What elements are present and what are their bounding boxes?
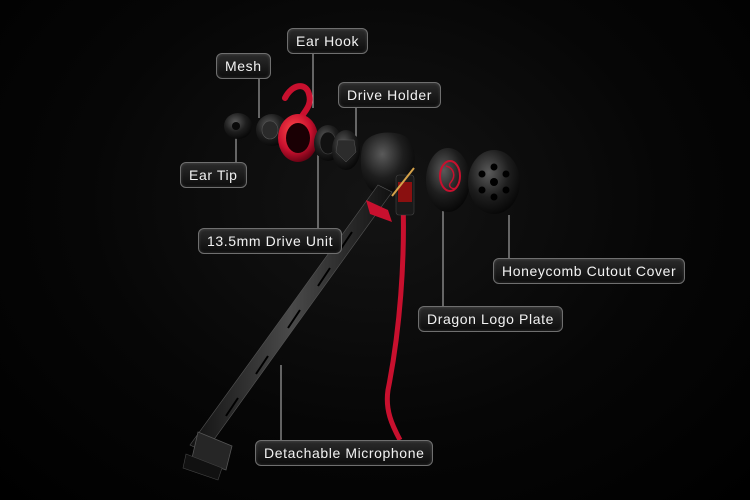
label-honeycomb-cover: Honeycomb Cutout Cover: [493, 258, 686, 284]
honeycomb-holes-icon: [478, 163, 510, 201]
label-drive-unit: 13.5mm Drive Unit: [198, 228, 343, 254]
honeycomb-cover-part: [468, 150, 520, 214]
label-detachable-microphone: Detachable Microphone: [255, 440, 434, 466]
dragon-logo-icon: [445, 165, 457, 190]
callout-lines: [235, 52, 510, 440]
ear-hook-part: [278, 83, 318, 162]
label-mesh: Mesh: [216, 53, 271, 79]
cable: [384, 199, 406, 442]
microphone-part: [182, 167, 415, 481]
dragon-logo-plate-part: [426, 148, 470, 212]
drive-holder-part: [332, 130, 360, 170]
label-ear-hook: Ear Hook: [287, 28, 369, 54]
label-drive-holder: Drive Holder: [338, 82, 441, 108]
ear-tip-part: [224, 113, 252, 139]
label-dragon-logo-plate: Dragon Logo Plate: [418, 306, 563, 332]
label-ear-tip: Ear Tip: [180, 162, 247, 188]
